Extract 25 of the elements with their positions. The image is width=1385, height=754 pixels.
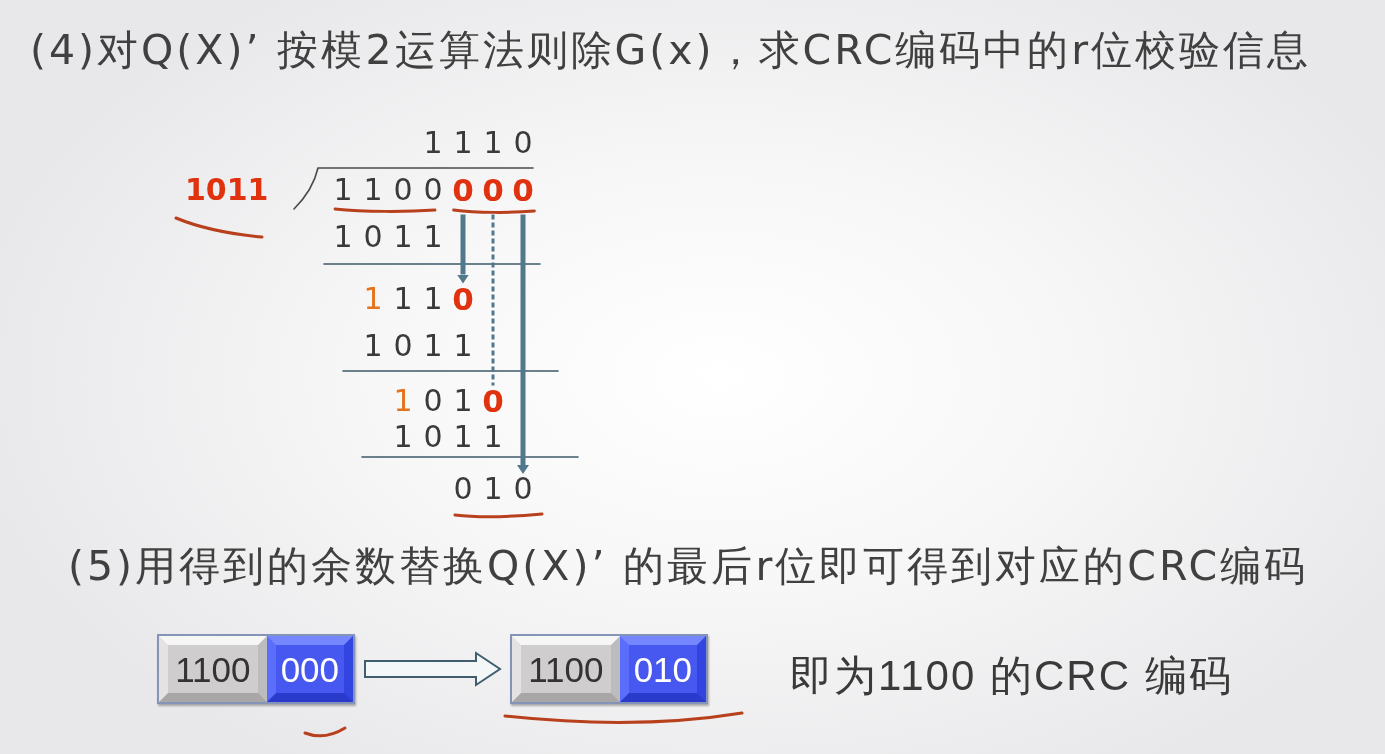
partial-digits: 01 [423, 386, 484, 416]
code-block [157, 634, 355, 704]
digit: 1 [363, 284, 394, 314]
check-bits-segment: 010 [619, 636, 706, 702]
code-block [510, 634, 708, 704]
digit: 0 [482, 385, 504, 417]
arrow [457, 214, 469, 284]
divisor-number: 1011 [185, 175, 269, 205]
dashed-line [491, 214, 495, 386]
block-arrow [364, 651, 502, 687]
arrow [517, 214, 529, 474]
partial-digits: 11 [393, 284, 454, 314]
data-bits-segment: 1100 [512, 636, 620, 702]
divisor-digits: 1011 [393, 422, 514, 452]
caption-text: 即为1100 的CRC 编码 [790, 655, 1233, 697]
divisor-digits: 1011 [363, 331, 484, 361]
digit: 1 [393, 386, 424, 416]
step-heading: (4)对Q(X)’ 按模2运算法则除G(x)，求CRC编码中的r位校验信息 [30, 29, 1312, 71]
digit: 0 [452, 283, 474, 315]
remainder-digits: 010 [453, 474, 544, 504]
data-bits-segment: 1100 [159, 636, 267, 702]
divisor-digits: 1011 [333, 222, 454, 252]
quotient-digits: 1110 [423, 128, 544, 158]
step-text: (5)用得到的余数替换Q(X)’ 的最后r位即可得到对应的CRC编码 [68, 545, 1309, 587]
check-bits-segment: 000 [266, 636, 353, 702]
